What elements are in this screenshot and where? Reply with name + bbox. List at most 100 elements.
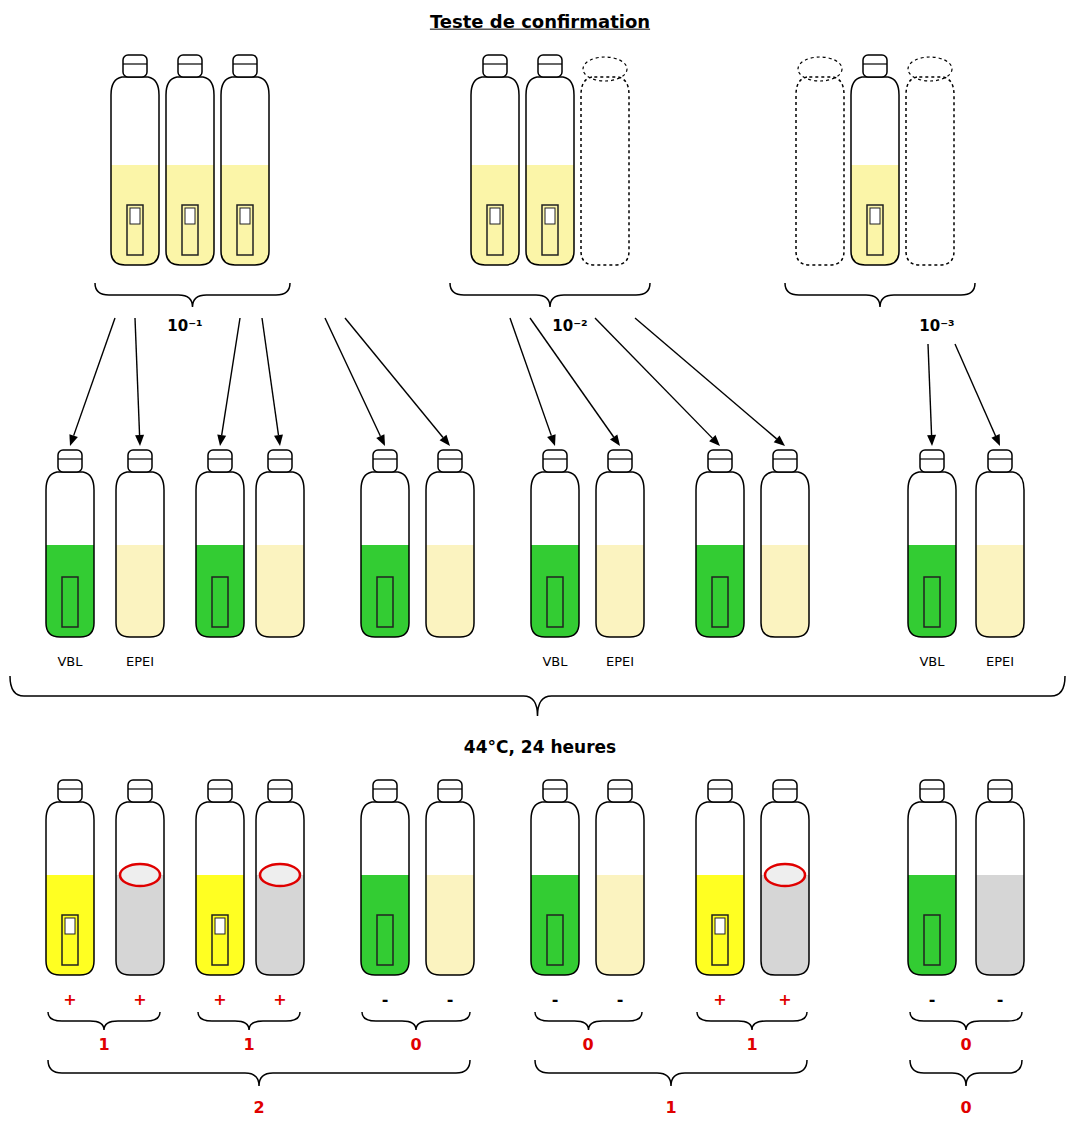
tube-outline <box>696 802 744 975</box>
tube-outline <box>361 802 409 975</box>
tube-cap <box>58 780 82 802</box>
durham-tube <box>487 205 503 255</box>
tube-outline <box>531 802 579 975</box>
dilution-label: 10⁻¹ <box>165 318 204 335</box>
tube-cap <box>538 55 562 77</box>
tube-cap <box>773 788 797 789</box>
culture-medium <box>114 875 166 977</box>
culture-medium <box>974 545 1026 639</box>
test-tube <box>424 780 476 977</box>
result-count: 0 <box>960 1036 971 1054</box>
indole-ring <box>260 864 300 886</box>
test-tube <box>529 450 581 639</box>
culture-medium <box>109 165 161 267</box>
culture-medium <box>359 875 411 977</box>
transfer-arrow <box>635 318 785 446</box>
test-tube <box>114 780 166 977</box>
gas-bubble <box>215 918 225 934</box>
gas-bubble <box>240 208 250 224</box>
tube-outline <box>111 77 159 265</box>
durham-tube <box>712 577 728 627</box>
test-tube <box>359 450 411 639</box>
test-tube <box>694 450 746 639</box>
result-sign: + <box>63 991 76 1009</box>
tube-cap <box>123 63 147 64</box>
tube-cap <box>483 63 507 64</box>
bracket <box>362 1012 470 1030</box>
test-tube <box>469 55 521 267</box>
test-tube <box>849 55 901 267</box>
gas-bubble <box>490 208 500 224</box>
tube-cap <box>543 458 567 459</box>
medium-label: VBL <box>919 655 944 670</box>
transfer-arrow <box>510 318 556 446</box>
result-sign: + <box>273 991 286 1009</box>
tube-cap <box>373 458 397 459</box>
tube-cap <box>608 450 632 472</box>
culture-medium <box>849 165 901 267</box>
culture-medium <box>424 545 476 639</box>
tube-cap <box>608 458 632 459</box>
tube-cap <box>543 450 567 472</box>
tube-cap <box>233 55 257 77</box>
tube-outline <box>166 77 214 265</box>
tube-cap <box>538 63 562 64</box>
result-sign: - <box>447 991 454 1009</box>
result-sign: - <box>997 991 1004 1009</box>
culture-medium <box>44 545 96 639</box>
test-tube <box>164 55 216 267</box>
tube-outline <box>976 472 1024 637</box>
result-count: 2 <box>253 1099 264 1117</box>
culture-medium <box>906 875 958 977</box>
tube-cap <box>178 63 202 64</box>
result-count: 1 <box>243 1036 254 1054</box>
tube-cap <box>773 458 797 459</box>
result-sign: + <box>778 991 791 1009</box>
bracket <box>48 1060 470 1086</box>
tube-cap <box>438 450 462 472</box>
medium-label: EPEI <box>606 655 634 670</box>
tube-cap <box>373 780 397 802</box>
tube-cap <box>438 458 462 459</box>
incubation-label: 44°C, 24 heures <box>464 738 616 758</box>
result-sign: + <box>133 991 146 1009</box>
result-count: 0 <box>960 1099 971 1117</box>
tube-outline <box>581 77 629 265</box>
culture-medium <box>974 875 1026 977</box>
bracket <box>198 1012 300 1030</box>
tube-body <box>906 77 954 265</box>
medium-label: EPEI <box>986 655 1014 670</box>
durham-tube <box>924 577 940 627</box>
tube-cap <box>268 788 292 789</box>
tube-cap <box>708 788 732 789</box>
bracket <box>10 676 1065 716</box>
culture-medium <box>194 875 246 977</box>
bracket <box>697 1012 807 1030</box>
transfer-arrow <box>135 318 144 446</box>
culture-medium <box>359 545 411 639</box>
tube-cap <box>208 780 232 802</box>
test-tube <box>254 780 306 977</box>
tube-outline <box>471 77 519 265</box>
tube-outline <box>798 57 842 81</box>
durham-tube <box>182 205 198 255</box>
tube-cap <box>208 788 232 789</box>
durham-tube <box>547 577 563 627</box>
result-count: 0 <box>582 1036 593 1054</box>
test-tube <box>906 780 958 977</box>
tube-outline <box>906 77 954 265</box>
culture-medium <box>694 545 746 639</box>
tube-outline <box>583 57 627 81</box>
tube-outline <box>256 472 304 637</box>
result-count: 1 <box>665 1099 676 1117</box>
tube-cap <box>543 788 567 789</box>
medium-label: EPEI <box>126 655 154 670</box>
tube-cap <box>208 450 232 472</box>
culture-medium <box>254 875 306 977</box>
test-tube <box>114 450 166 639</box>
bracket <box>95 283 290 307</box>
test-tube <box>974 780 1026 977</box>
tube-cap <box>438 780 462 802</box>
transfer-arrow <box>262 318 283 446</box>
tube-cap <box>988 780 1012 802</box>
